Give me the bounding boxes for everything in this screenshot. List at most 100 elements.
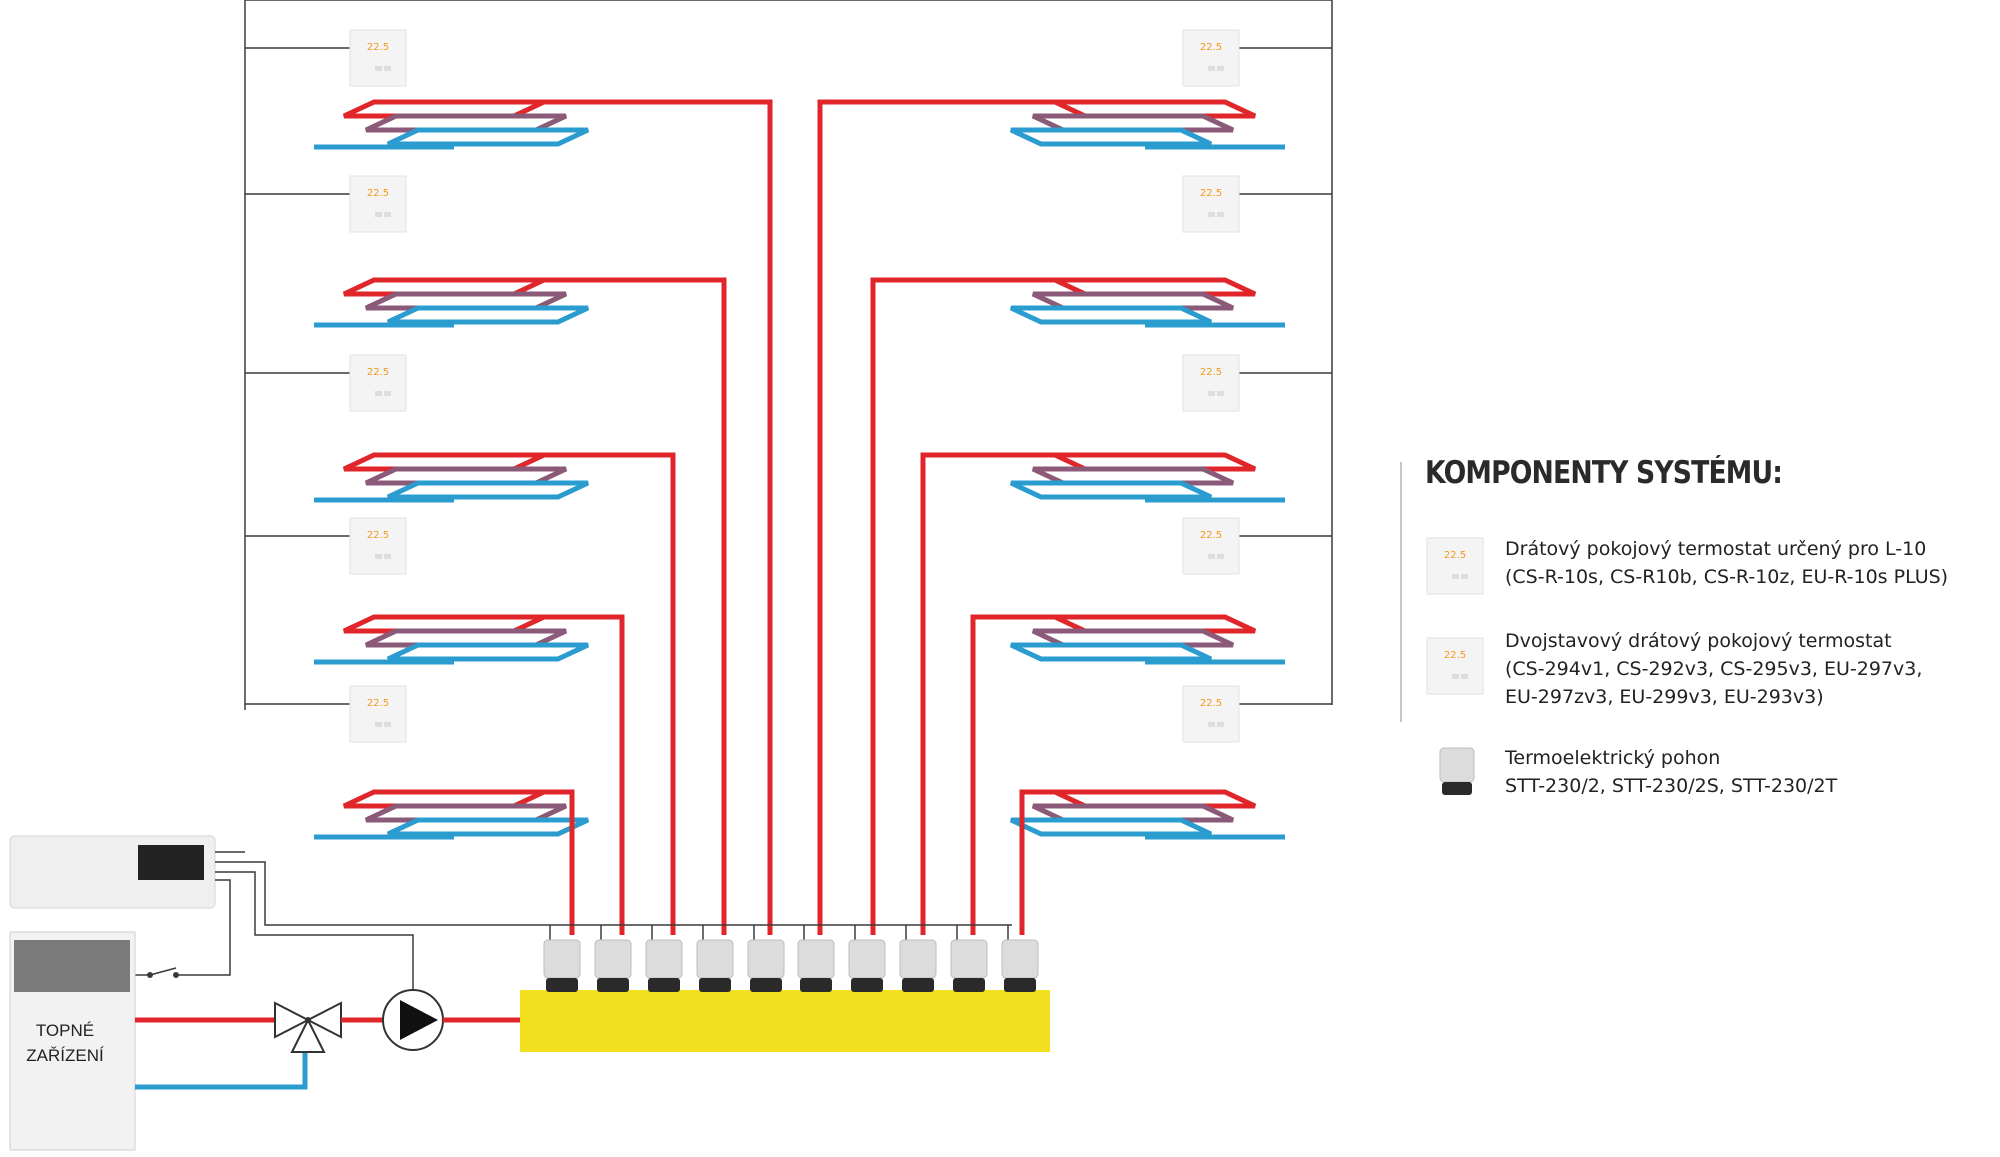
thermoelectric-actuator-5 [747,925,785,992]
heating-loop-left-5 [314,789,590,840]
actuator-body [950,939,988,979]
loop-coil [386,305,590,325]
supply-pipe-left-3 [520,452,676,935]
thermoelectric-actuator-4 [696,925,734,992]
thermostat-body [349,517,407,575]
loop-coil [386,480,590,500]
thermostat-minus-icon [384,722,391,727]
thermostat-plus-icon [1208,212,1215,217]
switch-contact [149,967,177,976]
room-thermostat-left-4: 22.5 [349,517,407,575]
thermoelectric-actuator-7 [848,925,886,992]
thermostat-body [1426,637,1484,695]
loop-coil [1009,127,1213,147]
supply-pipe-left-2 [520,277,727,935]
thermostat-minus-icon [1217,212,1224,217]
legend-item-line: Dvojstavový drátový pokojový termostat [1505,630,1892,652]
loop-coil [1009,817,1213,837]
actuator-body [1001,939,1039,979]
legend-item-line: EU-297zv3, EU-299v3, EU-293v3) [1505,686,1824,708]
thermostat-plus-icon [375,722,382,727]
thermoelectric-actuator-10 [1001,925,1039,992]
actuator-base [953,978,985,992]
legend-item-two-state-thermostat: Dvojstavový drátový pokojový termostat (… [1505,627,1922,711]
room-thermostat-left-3: 22.5 [349,354,407,412]
valve-left [274,1001,311,1039]
thermostat-display: 22.5 [1200,42,1222,53]
thermostat-plus-icon [1208,391,1215,396]
heating-loop-right-1 [1009,99,1285,150]
manifold [520,990,1050,1052]
control-unit-display [138,845,204,880]
actuator-body [594,939,632,979]
two-state-thermostat-icon: 22.5 [1426,637,1484,695]
thermostat-body [1426,537,1484,595]
thermostat-body [349,175,407,233]
thermostat-minus-icon [384,66,391,71]
legend-item-actuator: Termoelektrický pohon STT-230/2, STT-230… [1505,744,1837,800]
legend-title: KOMPONENTY SYSTÉMU: [1425,455,1783,491]
actuator-body [899,939,937,979]
supply-pipe-right-5 [1019,789,1080,935]
actuator-base [851,978,883,992]
thermostat-body [349,354,407,412]
wiring-frame [244,0,1333,710]
supply-pipe-right-4 [970,614,1080,935]
thermostat-display: 22.5 [367,698,389,709]
actuator-base [750,978,782,992]
thermostat-display: 22.5 [367,367,389,378]
valve-center [305,1017,311,1023]
wired-room-thermostat-icon: 22.5 [1426,537,1484,595]
heat-source-label: TOPNÉ ZAŘÍZENÍ [10,1018,120,1068]
room-thermostat-left-5: 22.5 [349,685,407,743]
thermostat-plus-icon [1208,554,1215,559]
actuator-base [546,978,578,992]
room-thermostat-right-2: 22.5 [1182,175,1240,233]
supply-pipe-right-1 [817,99,1080,935]
heating-loop-left-1 [314,99,590,150]
loop-coil [1009,305,1213,325]
boiler-switch-wire [176,879,231,976]
thermoelectric-actuator-1 [543,925,581,992]
legend-actuator-body [1439,747,1475,783]
thermoelectric-actuator-9 [950,925,988,992]
controller-bus-wire [215,861,550,926]
thermoelectric-actuator-6 [797,925,835,992]
loop-coil [1009,480,1213,500]
legend-divider [1400,462,1402,722]
thermostat-body [1182,517,1240,575]
loop-coil [386,127,590,147]
room-thermostat-right-5: 22.5 [1182,685,1240,743]
actuator-base [699,978,731,992]
thermostat-minus-icon [1217,722,1224,727]
thermostat-minus-icon [1217,391,1224,396]
legend-item-line: (CS-R-10s, CS-R10b, CS-R-10z, EU-R-10s P… [1505,566,1949,588]
thermostat-plus-icon [375,391,382,396]
heating-loop-left-3 [314,452,590,503]
actuator-body [543,939,581,979]
legend-item-wired-thermostat: Drátový pokojový termostat určený pro L-… [1505,535,1948,591]
thermostat-plus-icon [375,212,382,217]
legend-item-line: Termoelektrický pohon [1505,747,1721,769]
thermostat-display: 22.5 [367,530,389,541]
heating-loop-left-2 [314,277,590,328]
heating-loop-left-4 [314,614,590,665]
thermostat-body [1182,175,1240,233]
heating-loop-right-5 [1009,789,1285,840]
thermoelectric-actuator-icon [1439,747,1475,795]
mixing-valve-icon [274,1001,342,1053]
room-thermostat-left-1: 22.5 [349,29,407,87]
thermostat-minus-icon [384,554,391,559]
actuator-base [1004,978,1036,992]
actuator-body [747,939,785,979]
actuator-base [648,978,680,992]
thermostat-display: 22.5 [367,188,389,199]
legend-item-line: Drátový pokojový termostat určený pro L-… [1505,538,1927,560]
thermostat-plus-icon [1452,674,1459,679]
thermostat-body [349,685,407,743]
thermostat-plus-icon [1208,722,1215,727]
actuator-body [848,939,886,979]
thermostat-display: 22.5 [1444,650,1466,661]
thermostat-display: 22.5 [1200,698,1222,709]
room-thermostat-right-4: 22.5 [1182,517,1240,575]
